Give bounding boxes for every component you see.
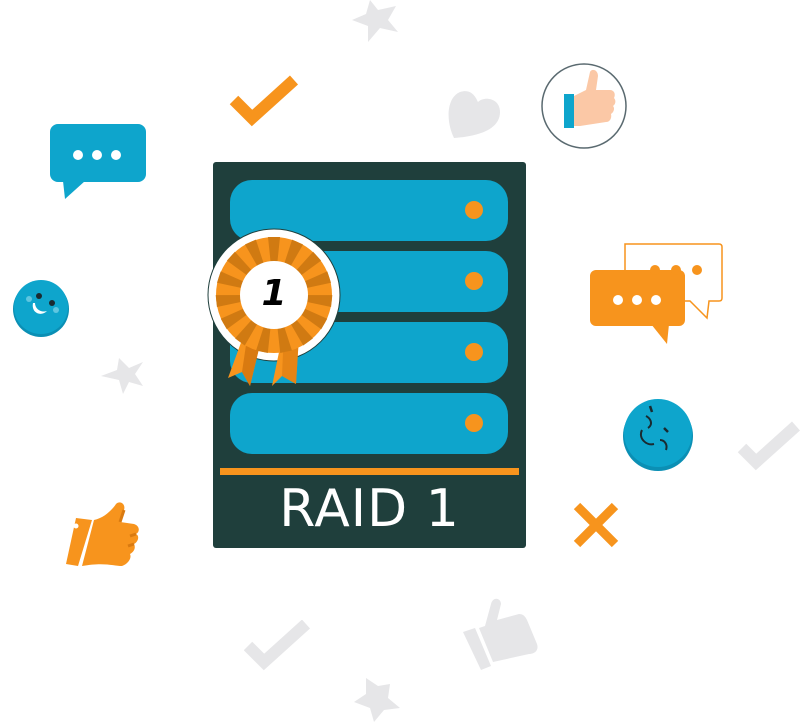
raid-label: RAID 1 [279, 479, 460, 539]
drive-led [465, 343, 483, 361]
check-icon [736, 420, 800, 472]
star-icon [352, 676, 402, 722]
thumbs-up-circle-icon [540, 62, 630, 152]
award-rosette-icon: 1 [206, 228, 346, 390]
check-icon [244, 620, 312, 674]
close-x-icon [571, 500, 621, 550]
thumbs-up-icon [64, 500, 144, 572]
divider-line [220, 468, 519, 475]
thumbs-up-icon [461, 596, 541, 676]
winking-face-icon [622, 398, 696, 472]
badge-number: 1 [261, 273, 287, 314]
star-icon [99, 354, 147, 396]
heart-icon [446, 88, 504, 140]
drive-bay-4 [230, 393, 508, 454]
star-icon [350, 0, 402, 44]
drive-led [465, 201, 483, 219]
drive-led [465, 272, 483, 290]
smiley-face-icon [11, 279, 71, 339]
chat-bubble-icon [49, 123, 147, 201]
check-icon [228, 74, 300, 130]
chat-bubbles-icon [589, 242, 725, 348]
drive-led [465, 414, 483, 432]
